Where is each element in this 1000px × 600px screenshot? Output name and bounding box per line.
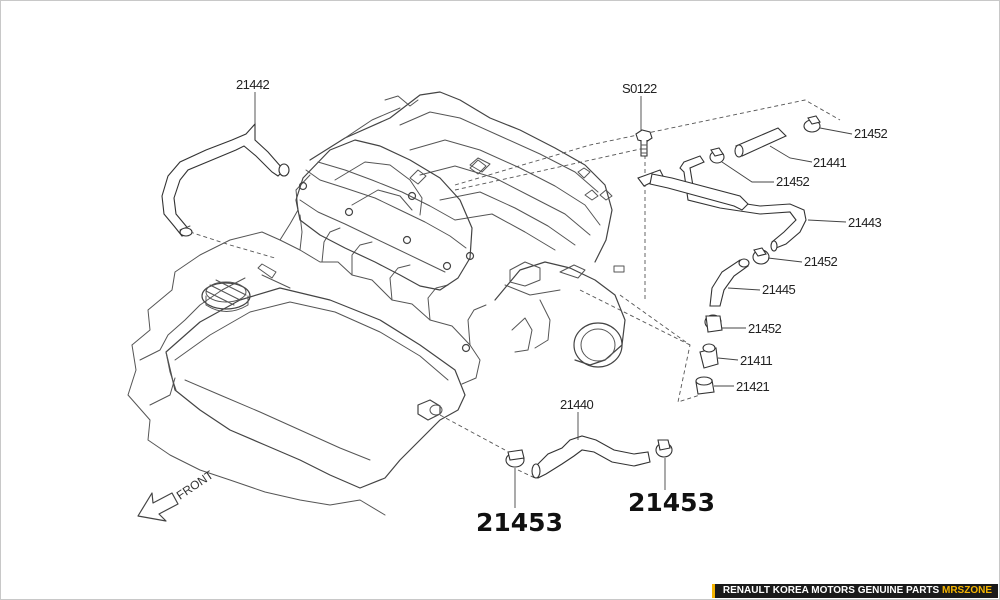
label-21453-left[interactable]: 21453 bbox=[476, 508, 563, 537]
clamp-21453-left-drawing bbox=[505, 449, 525, 468]
footer-brand[interactable]: MRSZONE bbox=[942, 585, 992, 596]
hose-21442-drawing bbox=[161, 122, 290, 237]
label-21453-right[interactable]: 21453 bbox=[628, 488, 715, 517]
front-label: FRONT bbox=[174, 467, 217, 502]
label-21445[interactable]: 21445 bbox=[762, 282, 796, 297]
label-21452-third[interactable]: 21452 bbox=[804, 254, 838, 269]
clamp-21452-second-drawing bbox=[709, 147, 725, 164]
label-21452-top[interactable]: 21452 bbox=[854, 126, 888, 141]
hose-21441-drawing bbox=[734, 127, 787, 158]
dashed-guides bbox=[189, 99, 841, 479]
clamp-21452-top-drawing bbox=[803, 115, 821, 133]
label-21440[interactable]: 21440 bbox=[560, 397, 594, 412]
hose-21445-drawing bbox=[709, 258, 750, 307]
label-21421[interactable]: 21421 bbox=[736, 379, 770, 394]
engine-outline bbox=[127, 91, 626, 516]
label-21442[interactable]: 21442 bbox=[236, 77, 270, 92]
label-21452-second[interactable]: 21452 bbox=[776, 174, 810, 189]
footer-text: RENAULT KOREA MOTORS GENUINE PARTS bbox=[722, 585, 940, 596]
label-21411[interactable]: 21411 bbox=[740, 353, 773, 368]
clamp-21452-third-drawing bbox=[752, 247, 770, 265]
footer-banner: RENAULT KOREA MOTORS GENUINE PARTS MRSZO… bbox=[711, 584, 998, 598]
grommet-21421-drawing bbox=[695, 376, 715, 395]
front-arrow: FRONT bbox=[137, 467, 217, 522]
clamp-21453-right-drawing bbox=[655, 439, 673, 458]
hose-21440-drawing bbox=[531, 435, 651, 479]
pipe-21443-drawing bbox=[637, 155, 807, 252]
part-labels: 21442 S0122 21452 21441 21452 21443 2145… bbox=[236, 77, 888, 537]
bolt-s0122-drawing bbox=[635, 129, 653, 157]
label-s0122[interactable]: S0122 bbox=[622, 81, 658, 96]
label-21441[interactable]: 21441 bbox=[813, 155, 847, 170]
label-21443[interactable]: 21443 bbox=[848, 215, 882, 230]
leader-lines bbox=[254, 92, 853, 508]
valve-21411-drawing bbox=[699, 343, 719, 369]
clamp-21452-fourth-drawing bbox=[704, 314, 723, 333]
label-21452-fourth[interactable]: 21452 bbox=[748, 321, 782, 336]
